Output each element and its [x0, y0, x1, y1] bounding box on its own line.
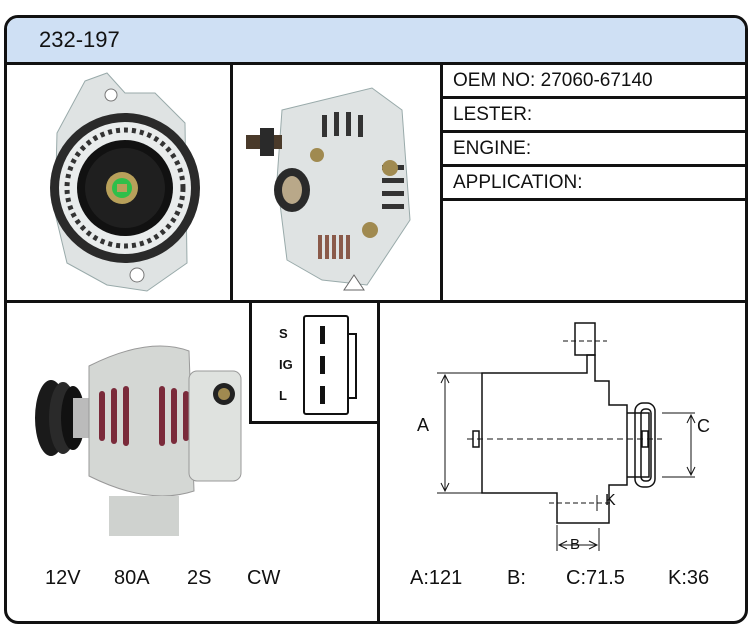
- engine-label: ENGINE:: [453, 138, 532, 159]
- application-field: APPLICATION:: [453, 172, 583, 194]
- oem-value: 27060-67140: [540, 70, 653, 91]
- divider-bottom-right: [377, 303, 380, 621]
- spec-voltage: 12V: [45, 567, 81, 589]
- alternator-front-photo: [50, 72, 200, 292]
- dim-value-a: A:121: [410, 567, 463, 589]
- dim-value-c: C:71.5: [566, 567, 625, 589]
- oem-field: OEM NO: 27060-67140: [453, 70, 653, 92]
- lester-label: LESTER:: [453, 104, 533, 125]
- divider-engine: [443, 164, 745, 167]
- dim-value-b: B:: [507, 567, 526, 589]
- dim-value-k: K:36: [668, 567, 710, 589]
- dim-label-a: A: [417, 415, 430, 435]
- dim-label-b: B: [570, 536, 581, 553]
- divider-application: [443, 198, 745, 201]
- divider-lester: [443, 130, 745, 133]
- divider-photo2: [440, 62, 443, 300]
- product-sheet: 232-197 OEM NO: 27060-67140 LESTER: ENGI…: [4, 15, 748, 624]
- alternator-side-photo: [35, 345, 242, 536]
- divider-bottom-left: [249, 303, 252, 424]
- divider-photo1: [230, 62, 233, 300]
- connector-diagram: [303, 315, 357, 415]
- divider-middle: [7, 300, 745, 303]
- connector-pin-s: S: [279, 326, 288, 341]
- divider-oem: [443, 96, 745, 99]
- connector-pin-l: L: [279, 388, 287, 403]
- divider-connector: [249, 421, 380, 424]
- engine-field: ENGINE:: [453, 138, 531, 160]
- header-bar: 232-197: [7, 18, 745, 65]
- connector-pin-ig: IG: [279, 357, 293, 372]
- lester-field: LESTER:: [453, 104, 532, 126]
- part-number: 232-197: [39, 27, 120, 52]
- spec-amperage: 80A: [114, 567, 150, 589]
- application-label: APPLICATION:: [453, 172, 583, 193]
- alternator-rear-photo: [246, 87, 411, 291]
- spec-grooves: 2S: [187, 567, 212, 589]
- dimension-drawing: [437, 322, 696, 551]
- dim-label-k: K: [605, 492, 616, 509]
- spec-rotation: CW: [247, 567, 281, 589]
- dim-label-c: C: [697, 416, 710, 436]
- oem-label: OEM NO:: [453, 70, 536, 91]
